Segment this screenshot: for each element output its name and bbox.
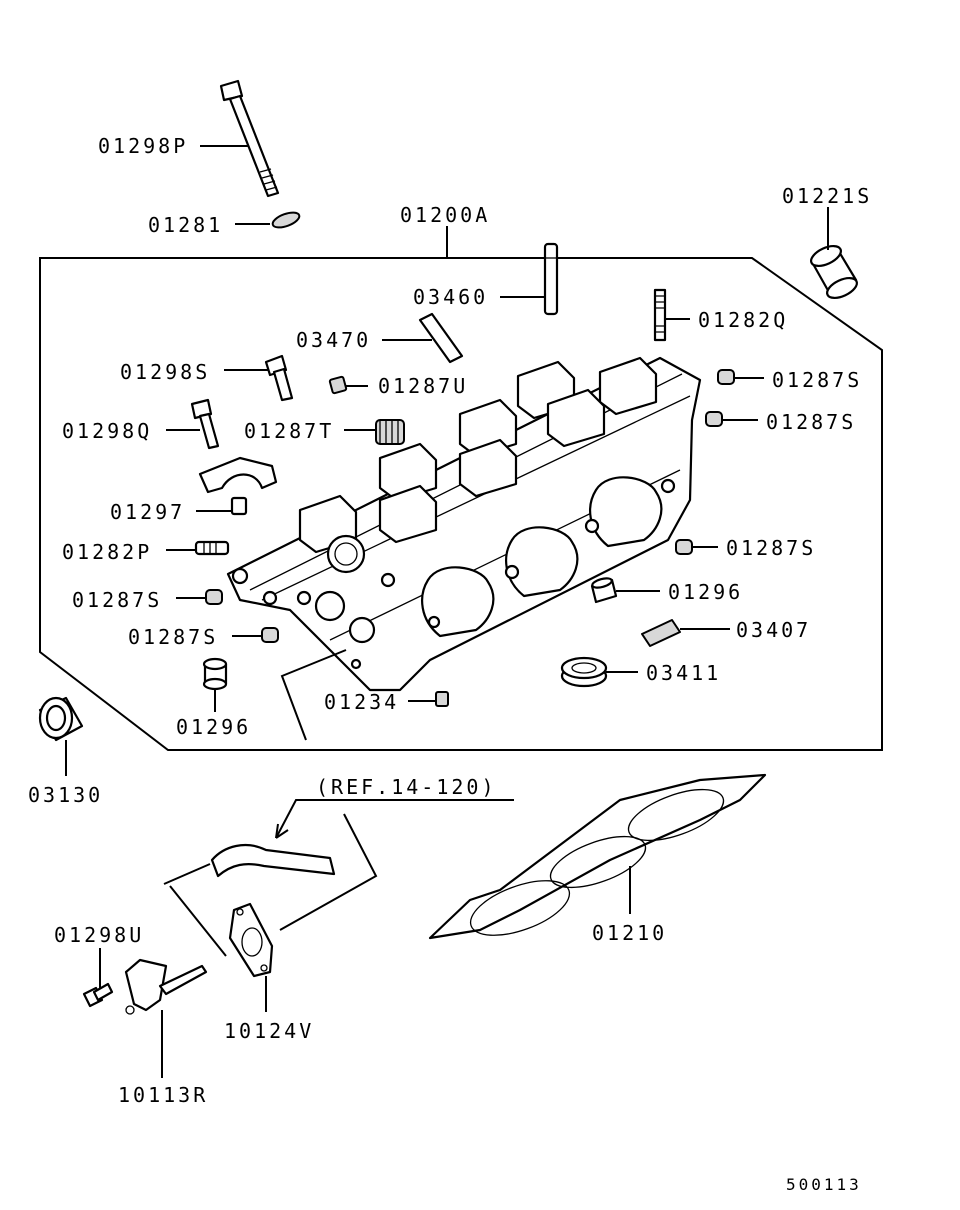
label-01296-b: 01296 xyxy=(176,715,251,739)
plug-01287S-a[interactable] xyxy=(717,369,735,385)
label-01287T: 01287T xyxy=(244,419,334,443)
label-10113R: 10113R xyxy=(118,1083,208,1107)
label-01221S: 01221S xyxy=(782,184,872,208)
diagram-number: 500113 xyxy=(786,1175,862,1194)
cylinder-head[interactable] xyxy=(226,356,702,692)
label-01282P: 01282P xyxy=(62,540,152,564)
label-01287S-d: 01287S xyxy=(72,588,162,612)
label-01297: 01297 xyxy=(110,500,185,524)
assembly-outline xyxy=(39,257,883,751)
stud-01282Q[interactable] xyxy=(653,288,667,342)
label-01200A: 01200A xyxy=(400,203,490,227)
plug-01287S-d[interactable] xyxy=(205,589,223,605)
plug-01287S-e[interactable] xyxy=(261,627,279,643)
label-01298Q: 01298Q xyxy=(62,419,152,443)
bolt-01298S[interactable] xyxy=(264,354,294,402)
valve-guide-03460[interactable] xyxy=(543,242,559,316)
dowel-01296-b[interactable] xyxy=(202,657,228,691)
label-03130: 03130 xyxy=(28,783,103,807)
label-03470: 03470 xyxy=(296,328,371,352)
oil-seal-03130[interactable] xyxy=(38,696,84,742)
stud-01282P[interactable] xyxy=(194,540,230,556)
label-01234: 01234 xyxy=(324,690,399,714)
head-gasket-01210[interactable] xyxy=(428,773,767,946)
housing-10113R[interactable] xyxy=(124,958,208,1015)
dowel-01296-a[interactable] xyxy=(590,577,618,604)
bolt-01298P[interactable] xyxy=(219,79,280,198)
washer-01281[interactable] xyxy=(271,210,301,231)
pipe[interactable] xyxy=(210,843,336,878)
label-ref: (REF.14-120) xyxy=(316,775,497,799)
plug-01287S-c[interactable] xyxy=(675,539,693,555)
ref-leader-arrow xyxy=(275,823,289,839)
label-01287S-b: 01287S xyxy=(766,410,856,434)
plug-01234[interactable] xyxy=(435,691,449,707)
seal-03407[interactable] xyxy=(641,619,681,647)
bearing-cap[interactable] xyxy=(198,456,278,494)
label-03411: 03411 xyxy=(646,661,721,685)
dowel-01297[interactable] xyxy=(230,496,248,516)
label-01282Q: 01282Q xyxy=(698,308,788,332)
bolt-01298Q[interactable] xyxy=(190,398,220,450)
bolt-01298U[interactable] xyxy=(82,982,114,1008)
label-01287S-c: 01287S xyxy=(726,536,816,560)
plug-01287U[interactable] xyxy=(328,375,348,395)
ref-bracket-lines xyxy=(163,813,378,957)
label-01287S-e: 01287S xyxy=(128,625,218,649)
label-01298U: 01298U xyxy=(54,923,144,947)
label-01287S-a: 01287S xyxy=(772,368,862,392)
label-01296-a: 01296 xyxy=(668,580,743,604)
ref-leader xyxy=(275,799,514,839)
label-01281: 01281 xyxy=(148,213,223,237)
label-10124V: 10124V xyxy=(224,1019,314,1043)
label-03460: 03460 xyxy=(413,285,488,309)
label-01298S: 01298S xyxy=(120,360,210,384)
oil-seal-01221S[interactable] xyxy=(808,242,860,302)
leader-head xyxy=(280,649,347,741)
label-01298P: 01298P xyxy=(98,134,188,158)
gasket-10124V[interactable] xyxy=(228,902,274,978)
valve-guide-03470[interactable] xyxy=(418,312,464,364)
label-01210: 01210 xyxy=(592,921,667,945)
label-01287U: 01287U xyxy=(378,374,468,398)
label-03407: 03407 xyxy=(736,618,811,642)
plug-01287T[interactable] xyxy=(375,419,405,445)
plug-01287S-b[interactable] xyxy=(705,411,723,427)
seal-03411[interactable] xyxy=(560,656,608,688)
